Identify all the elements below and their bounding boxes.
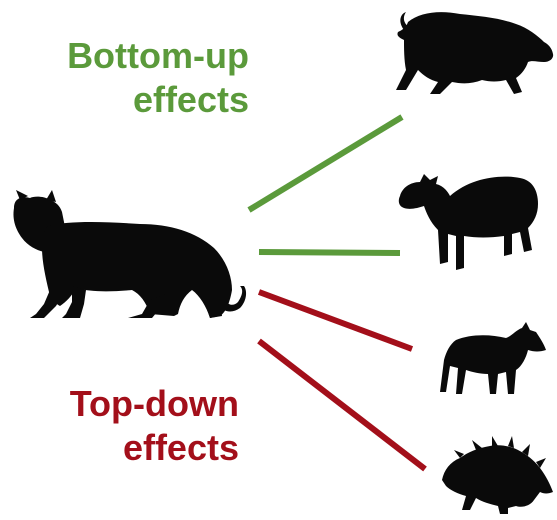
leopard-silhouette: [13, 190, 246, 318]
bottom-up-link-deer: [259, 252, 400, 253]
top-down-line2: effects: [70, 426, 239, 470]
bottom-up-effects-label: Bottom-up effects: [67, 34, 249, 122]
porcupine-silhouette: [442, 436, 553, 514]
deer-silhouette: [399, 174, 538, 270]
wild-boar-silhouette: [396, 12, 553, 94]
top-down-link-muntjac: [259, 292, 412, 349]
top-down-link-porcupine: [259, 341, 425, 469]
top-down-line1: Top-down: [70, 382, 239, 426]
bottom-up-link-boar: [249, 117, 402, 210]
top-down-effects-label: Top-down effects: [70, 382, 239, 470]
bottom-up-line2: effects: [67, 78, 249, 122]
muntjac-silhouette: [440, 322, 546, 394]
bottom-up-line1: Bottom-up: [67, 34, 249, 78]
